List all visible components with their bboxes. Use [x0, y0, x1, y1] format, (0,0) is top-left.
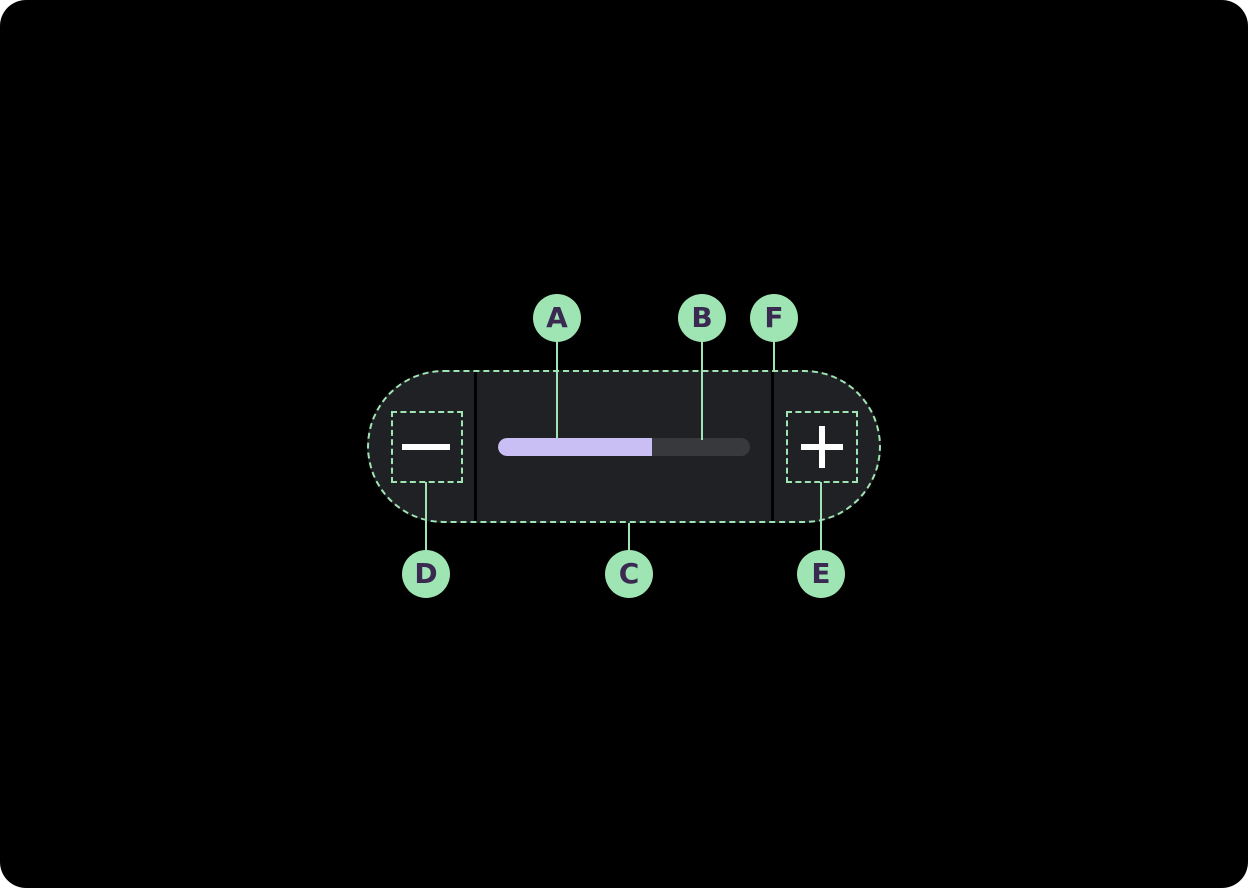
callout-line-d [425, 482, 427, 552]
callout-c: C [605, 550, 653, 598]
minus-icon [402, 444, 450, 450]
callout-f: F [750, 294, 798, 342]
callout-line-a [556, 340, 558, 438]
plus-icon-vertical [819, 426, 825, 468]
stepper-divider-left [474, 370, 477, 523]
increase-button[interactable] [786, 411, 858, 483]
decrease-button[interactable] [391, 411, 463, 483]
progress-indicator [498, 438, 652, 456]
callout-a: A [533, 294, 581, 342]
callout-b: B [678, 294, 726, 342]
callout-e: E [797, 550, 845, 598]
stepper-divider-right [771, 370, 774, 523]
callout-line-f [773, 340, 775, 370]
callout-d: D [402, 550, 450, 598]
callout-line-e [820, 482, 822, 552]
progress-track [498, 438, 750, 456]
callout-line-b [701, 340, 703, 440]
callout-line-c [628, 523, 630, 552]
container-outline [367, 370, 881, 523]
